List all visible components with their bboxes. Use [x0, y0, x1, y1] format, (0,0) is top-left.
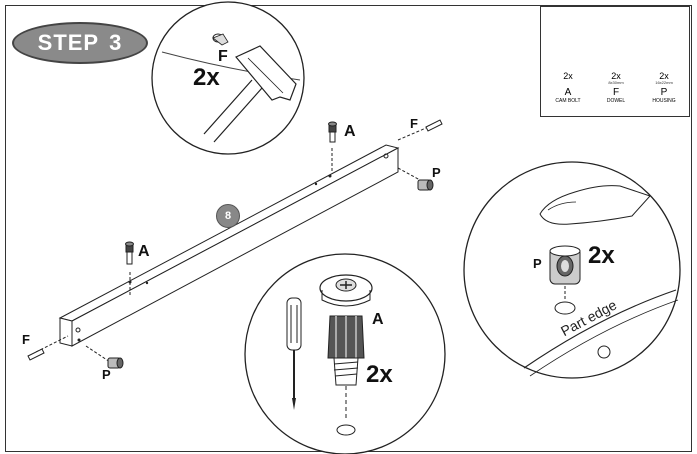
cam-bolt-detail: [244, 253, 446, 454]
housing-detail: [463, 161, 681, 379]
part-code: F: [612, 87, 620, 98]
parts-list-box: 2x A CAM BOLT 2x 8x30mm F DOWEL 2x 16x22…: [540, 6, 690, 117]
part-qty: 2x: [659, 71, 669, 81]
housing-detail-count: 2x: [588, 242, 615, 269]
part-name: HOUSING: [652, 98, 676, 104]
dowel-hammer-detail: [151, 1, 305, 155]
step-word: STEP: [37, 30, 100, 55]
step-number: 3: [109, 30, 123, 55]
rail-label-housing-left: P: [102, 367, 111, 382]
part-name: DOWEL: [606, 98, 626, 104]
housing-small-left: [107, 357, 124, 369]
part-size: 8x30mm: [608, 80, 624, 85]
dowel-detail-label: F: [218, 48, 228, 65]
part-number-badge: 8: [216, 204, 240, 228]
part-qty: 2x: [611, 71, 621, 81]
step-badge: STEP 3: [12, 22, 148, 64]
cam-bolt-small-top: [328, 121, 337, 143]
rail-label-dowel-left: F: [22, 332, 30, 347]
part-qty: 2x: [563, 71, 573, 81]
rail-part: [35, 127, 427, 363]
cam-bolt-detail-label: A: [372, 311, 384, 328]
rail-label-bolt-left: A: [138, 243, 150, 260]
rail-label-dowel-right: F: [410, 116, 418, 131]
housing-small-right: [417, 179, 434, 191]
housing-detail-label: P: [533, 256, 542, 271]
dowel-small-left: [27, 348, 45, 361]
part-code: A: [564, 87, 572, 98]
part-size: 16x22mm: [655, 80, 673, 85]
cam-bolt-detail-count: 2x: [366, 361, 393, 388]
part-name: CAM BOLT: [555, 98, 581, 104]
part-code: P: [660, 87, 668, 98]
cam-bolt-small-left: [125, 241, 134, 265]
dowel-small-right: [425, 119, 443, 132]
rail-label-bolt-top: A: [344, 123, 356, 140]
rail-label-housing-right: P: [432, 165, 441, 180]
dowel-detail-count: 2x: [193, 64, 220, 91]
